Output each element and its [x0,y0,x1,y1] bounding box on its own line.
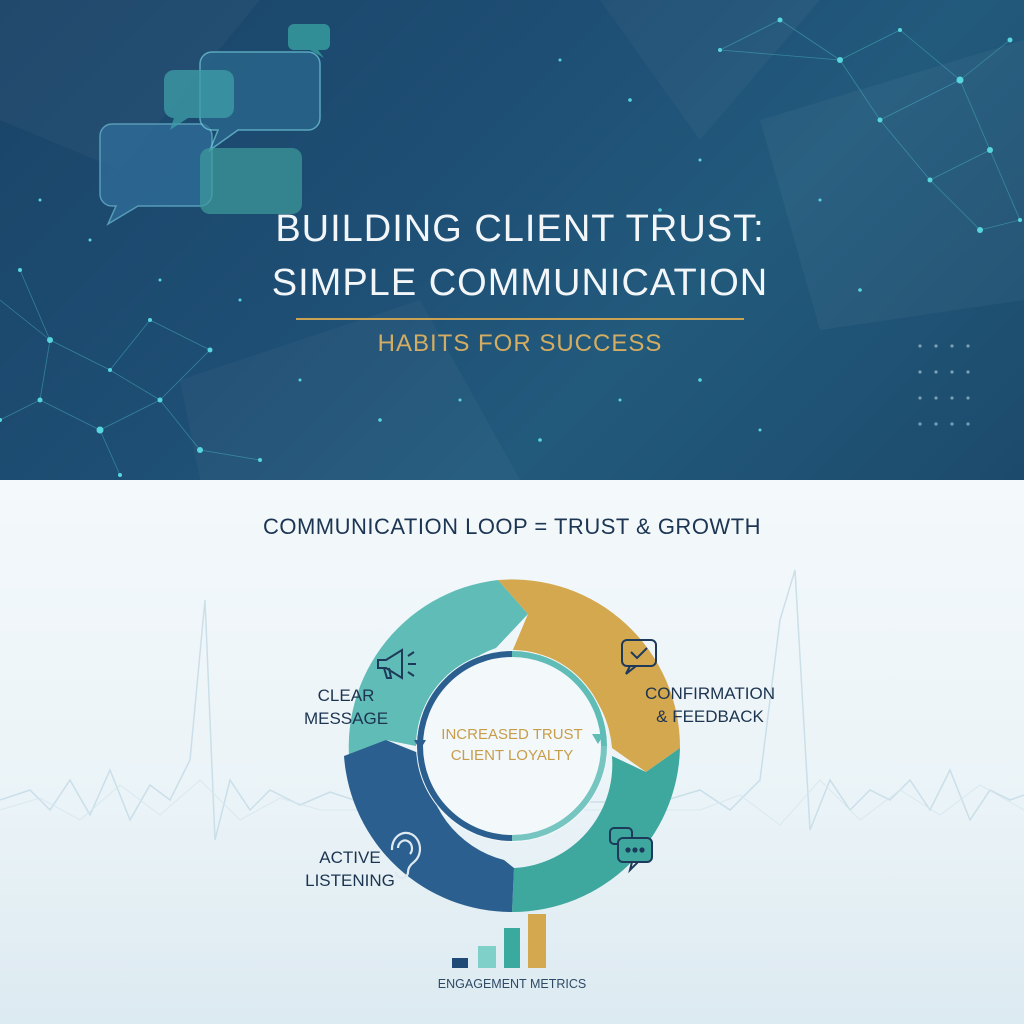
center-disc [416,650,608,842]
step-label-confirmation: CONFIRMATION & FEEDBACK [632,682,788,728]
megaphone-icon [377,648,416,680]
inner-arrow-right [592,734,604,744]
hero-banner: BUILDING CLIENT TRUST: SIMPLE COMMUNICAT… [0,0,1024,480]
inner-arrow-left [414,740,426,750]
segment-active-listening [344,740,514,913]
center-label-line1: INCREASED TRUST [441,726,583,743]
step-label-line1: CONFIRMATION [644,684,775,703]
loop-heading: COMMUNICATION LOOP = TRUST & GROWTH [262,514,762,539]
inner-arc-navy-2 [417,651,513,747]
segment-clear-message [348,580,528,780]
segment-chat-feedback [512,748,680,912]
chat-check-icon [621,639,657,675]
step-label-clear-message: CLEAR MESSAGE [296,684,396,730]
step-label-line2: & FEEDBACK [656,707,764,726]
step-label-active-listening: ACTIVE LISTENING [300,846,400,892]
network-background [0,17,1024,477]
chat-bubbles-icon [99,24,330,226]
metric-bar-2 [478,946,496,968]
title-divider [296,318,744,320]
inner-arc-navy [417,745,513,841]
center-label: INCREASED TRUST CLIENT LOYALTY [412,724,612,766]
metric-bar-4 [528,914,546,968]
center-label-line2: CLIENT LOYALTY [450,747,574,764]
segment-confirmation [498,579,681,772]
page-title-line1: BUILDING CLIENT TRUST: [275,208,765,250]
engagement-metrics-label: ENGAGEMENT METRICS [437,977,587,991]
inner-arc-teal-2 [511,745,607,841]
step-label-line2: MESSAGE [303,709,389,728]
metric-bar-3 [504,928,520,968]
page-title-line2: SIMPLE COMMUNICATION [271,262,769,304]
engagement-metrics-chart [452,914,546,968]
ear-icon [390,831,422,880]
step-label-line1: ACTIVE [319,848,381,867]
page-subtitle: HABITS FOR SUCCESS [377,330,663,357]
step-label-line2: LISTENING [305,871,395,890]
step-label-line1: CLEAR [317,686,375,705]
metric-bar-1 [452,958,468,968]
chat-dots-icon [609,827,653,874]
inner-arc-teal [511,651,607,747]
